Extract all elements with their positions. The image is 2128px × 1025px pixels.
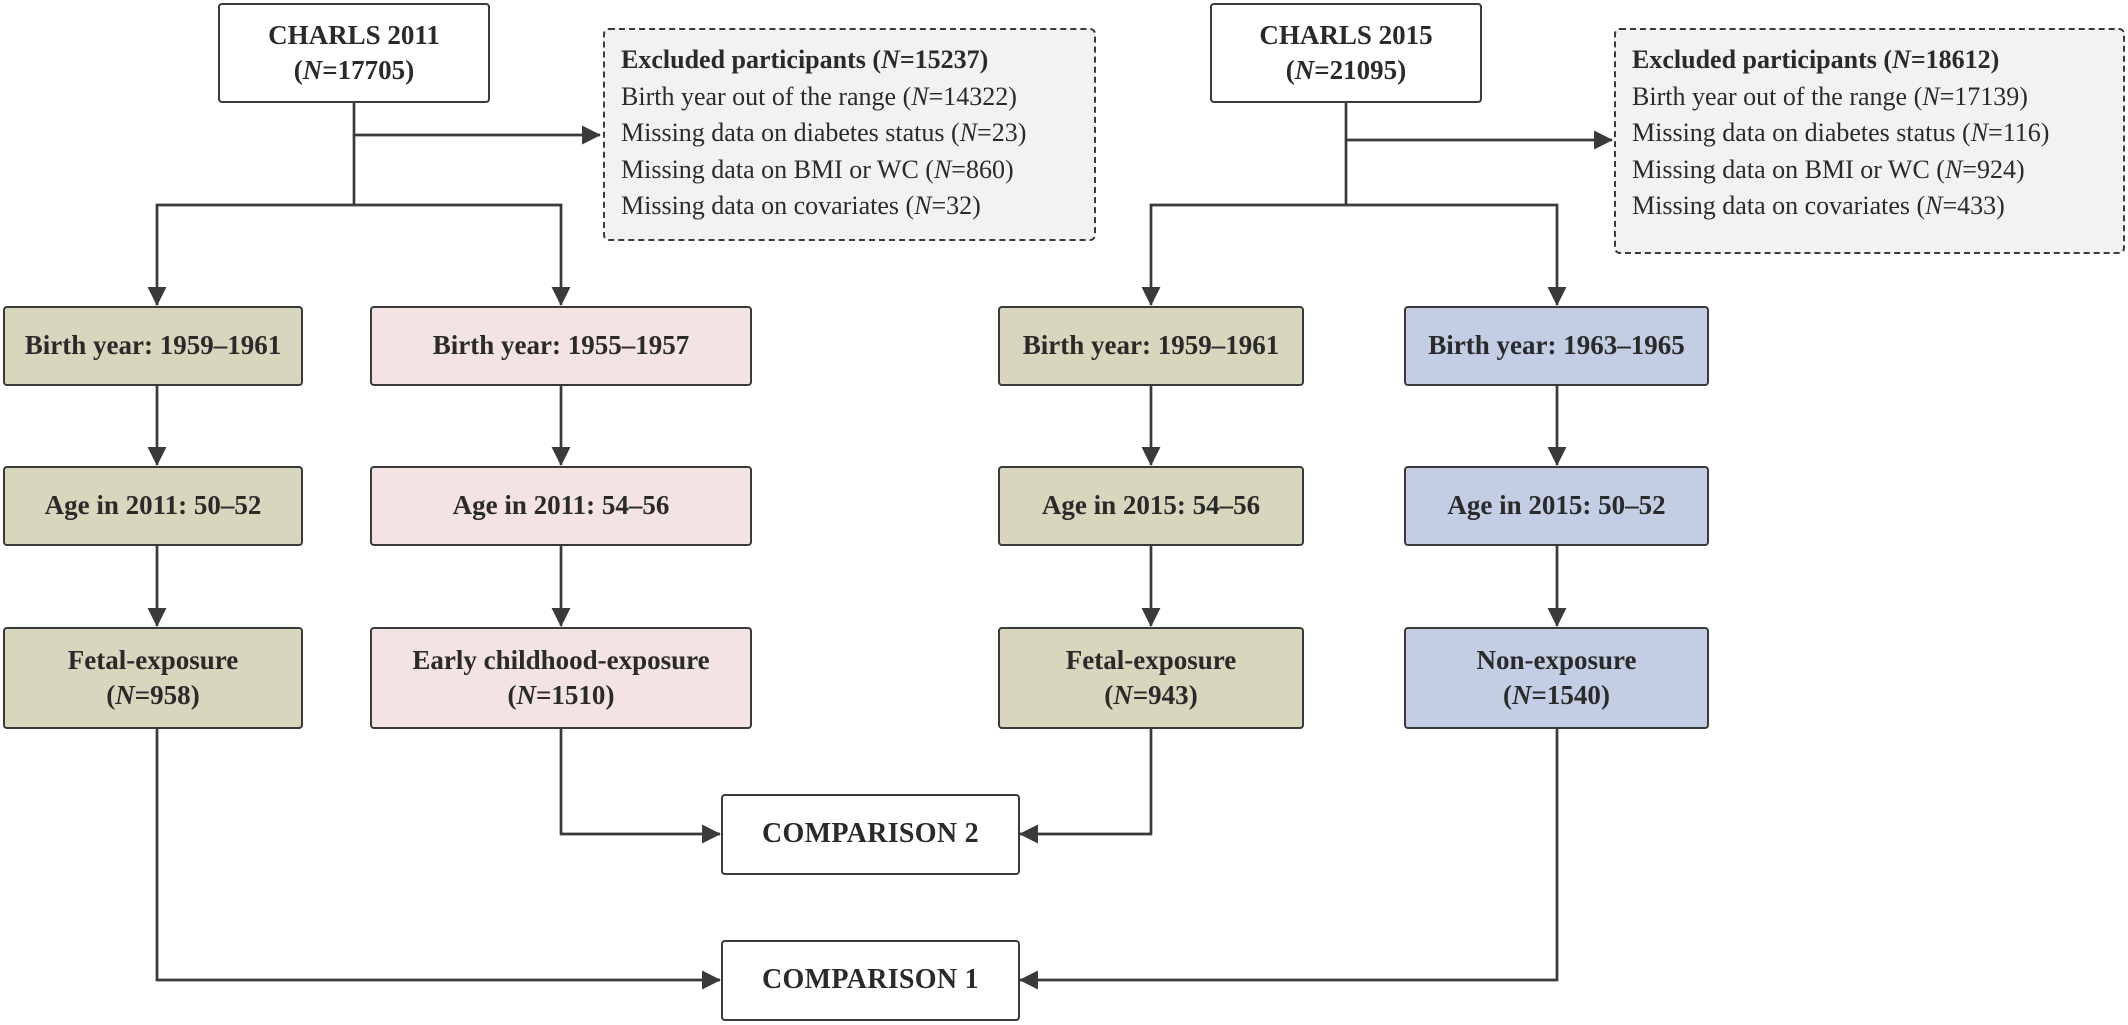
group4-age-box: Age in 2015: 50–52 [1404, 466, 1709, 546]
connector-g4-comparison1 [1019, 729, 1559, 990]
connector-g1-comparison1 [155, 729, 721, 990]
comparison-2-box: COMPARISON 2 [721, 794, 1020, 875]
group2-age-box: Age in 2011: 54–56 [370, 466, 752, 546]
excluded-2011-item: Missing data on BMI or WC (N=860) [621, 154, 1014, 184]
group1-exposure-box: Fetal-exposure (N=958) [3, 627, 303, 729]
excluded-2015-item: Missing data on covariates (N=433) [1632, 191, 2005, 220]
group2-n: =1510 [536, 680, 606, 710]
cohort-2015-box: CHARLS 2015 (N=21095) [1210, 3, 1482, 103]
connector-2011-excluded [352, 102, 601, 145]
excluded-2011-item: Birth year out of the range (N=14322) [621, 81, 1017, 111]
cohort-2011-n: =17705 [322, 55, 406, 85]
connector-g2-comparison2 [559, 729, 721, 844]
group2-exposure-box: Early childhood-exposure (N=1510) [370, 627, 752, 729]
group3-exposure-box: Fetal-exposure (N=943) [998, 627, 1304, 729]
connector-2015-excluded [1344, 102, 1613, 150]
comparison-1-box: COMPARISON 1 [721, 940, 1020, 1021]
excluded-2011-header: Excluded participants (N=15237) [621, 45, 989, 74]
group3-age-box: Age in 2015: 54–56 [998, 466, 1304, 546]
group4-n: =1540 [1531, 680, 1601, 710]
excluded-2015-item: Missing data on diabetes status (N=116) [1632, 118, 2050, 147]
excluded-2015-header: Excluded participants (N=18612) [1632, 45, 2000, 74]
connector-2015-split [1141, 140, 1348, 306]
group3-n: =943 [1132, 680, 1189, 710]
group1-n: =958 [134, 680, 191, 710]
group1-age-box: Age in 2011: 50–52 [3, 466, 303, 546]
connector-2015-right [1346, 203, 1567, 306]
excluded-2015-item: Missing data on BMI or WC (N=924) [1632, 154, 2025, 184]
connector-2011-right [354, 203, 571, 306]
cohort-2015-n: =21095 [1314, 55, 1398, 85]
connector-2011-split [155, 135, 356, 305]
group2-birth-year-box: Birth year: 1955–1957 [370, 306, 752, 386]
cohort-2015-title: CHARLS 2015 [1259, 19, 1433, 50]
cohort-2011-title: CHARLS 2011 [268, 19, 440, 50]
group3-birth-year-box: Birth year: 1959–1961 [998, 306, 1304, 386]
excluded-2015-item: Birth year out of the range (N=17139) [1632, 81, 2028, 111]
excluded-2015-box: Excluded participants (N=18612) Birth ye… [1614, 28, 2125, 254]
connector-g3-comparison2 [1019, 729, 1153, 844]
group4-birth-year-box: Birth year: 1963–1965 [1404, 306, 1709, 386]
cohort-2011-box: CHARLS 2011 (N=17705) [218, 3, 490, 103]
group4-exposure-box: Non-exposure (N=1540) [1404, 627, 1709, 729]
excluded-2011-box: Excluded participants (N=15237) Birth ye… [603, 28, 1096, 241]
excluded-2011-item: Missing data on covariates (N=32) [621, 191, 981, 220]
excluded-2011-item: Missing data on diabetes status (N=23) [621, 118, 1027, 147]
group1-birth-year-box: Birth year: 1959–1961 [3, 306, 303, 386]
